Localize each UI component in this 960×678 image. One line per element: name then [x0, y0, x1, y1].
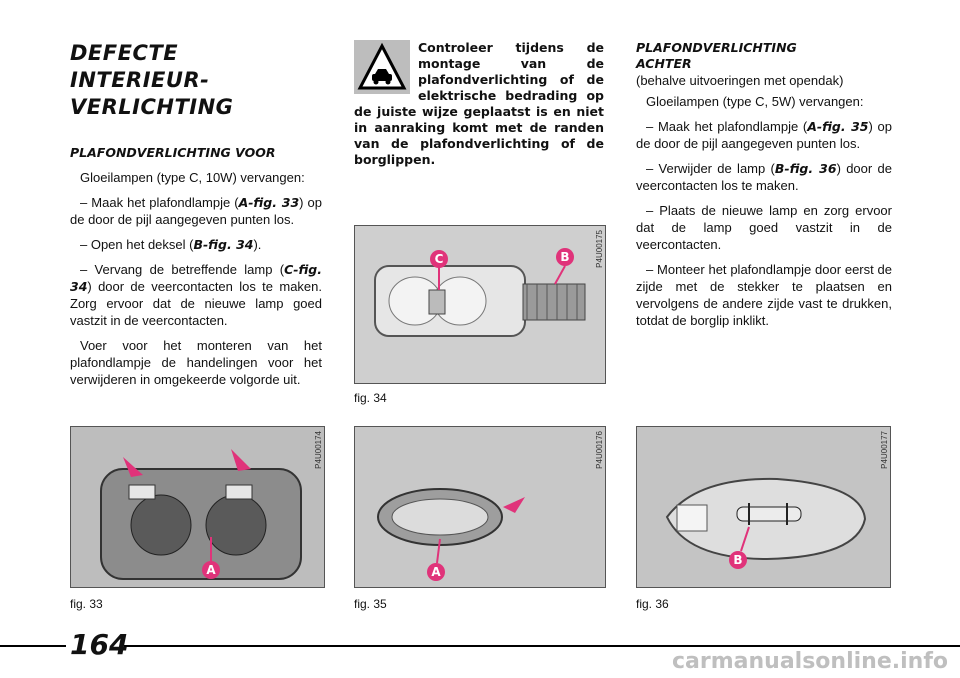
column-middle: Controleer tijdens de montage van de pla…: [354, 40, 604, 168]
page-number: 164: [70, 628, 129, 661]
warning-text: Controleer tijdens de montage van de pla…: [354, 40, 604, 167]
ref-c-fig-34: C-fig. 34: [70, 262, 322, 294]
title-line-2: VERLICHTING: [70, 95, 234, 119]
front-p4: – Vervang de betreffende lamp (C-fig. 34…: [70, 262, 322, 328]
rear-subheading: (behalve uitvoeringen met opendak): [636, 73, 844, 88]
fig33-marker-a: A: [202, 561, 220, 579]
figure-33: A P4U00174: [70, 426, 325, 588]
figure-34: C B P4U00175: [354, 225, 606, 384]
fig33-illustration: [71, 427, 324, 587]
front-p3: – Open het deksel (B-fig. 34).: [80, 237, 262, 252]
ref-b-fig-36: B-fig. 36: [774, 161, 837, 176]
figure-36: B P4U00177: [636, 426, 891, 588]
fig35-code: P4U00176: [595, 431, 604, 469]
front-p5: Voer voor het monteren van het plafondla…: [70, 338, 322, 387]
rear-p3: – Verwijder de lamp (B-fig. 36) door de …: [636, 161, 892, 193]
fig34-caption: fig. 34: [354, 391, 387, 405]
figure-35: A P4U00176: [354, 426, 606, 588]
fig34-marker-c: C: [430, 250, 448, 268]
fig36-illustration: [637, 427, 890, 587]
ref-a-fig-35: A-fig. 35: [807, 119, 869, 134]
warning-icon: [354, 40, 410, 94]
rear-heading: PLAFONDVERLICHTING ACHTER: [636, 40, 797, 71]
fig36-marker-b: B: [729, 551, 747, 569]
title-line-1: DEFECTE INTERIEUR-: [70, 41, 210, 92]
watermark: carmanualsonline.info: [672, 649, 948, 674]
fig33-code: P4U00174: [314, 431, 323, 469]
fig33-caption: fig. 33: [70, 597, 103, 611]
rear-p1: Gloeilampen (type C, 5W) vervangen:: [646, 94, 864, 109]
fig36-code: P4U00177: [880, 431, 889, 469]
front-p1: Gloeilampen (type C, 10W) vervangen:: [80, 170, 305, 185]
fig35-illustration: [355, 427, 605, 587]
warning-box: Controleer tijdens de montage van de pla…: [354, 40, 604, 168]
fig35-marker-a: A: [427, 563, 445, 581]
column-left: DEFECTE INTERIEUR- VERLICHTING PLAFONDVE…: [70, 40, 322, 396]
footer-rule-left: [0, 645, 66, 647]
fig34-code: P4U00175: [595, 230, 604, 268]
rear-p2: – Maak het plafondlampje (A-fig. 35) op …: [636, 119, 892, 151]
footer-rule-right: [124, 645, 960, 647]
ref-a-fig-33: A-fig. 33: [238, 195, 300, 210]
fig35-caption: fig. 35: [354, 597, 387, 611]
rear-p5: – Monteer het plafondlampje door eerst d…: [636, 262, 892, 328]
page-title: DEFECTE INTERIEUR- VERLICHTING: [70, 40, 322, 121]
fig34-marker-b: B: [556, 248, 574, 266]
rear-p4: – Plaats de nieuwe lamp en zorg ervoor d…: [636, 203, 892, 252]
front-p2: – Maak het plafondlampje (A-fig. 33) op …: [70, 195, 322, 227]
ref-b-fig-34: B-fig. 34: [193, 237, 254, 252]
fig36-caption: fig. 36: [636, 597, 669, 611]
column-right: PLAFONDVERLICHTING ACHTER (behalve uitvo…: [636, 40, 892, 337]
front-heading: PLAFONDVERLICHTING VOOR: [70, 145, 276, 160]
